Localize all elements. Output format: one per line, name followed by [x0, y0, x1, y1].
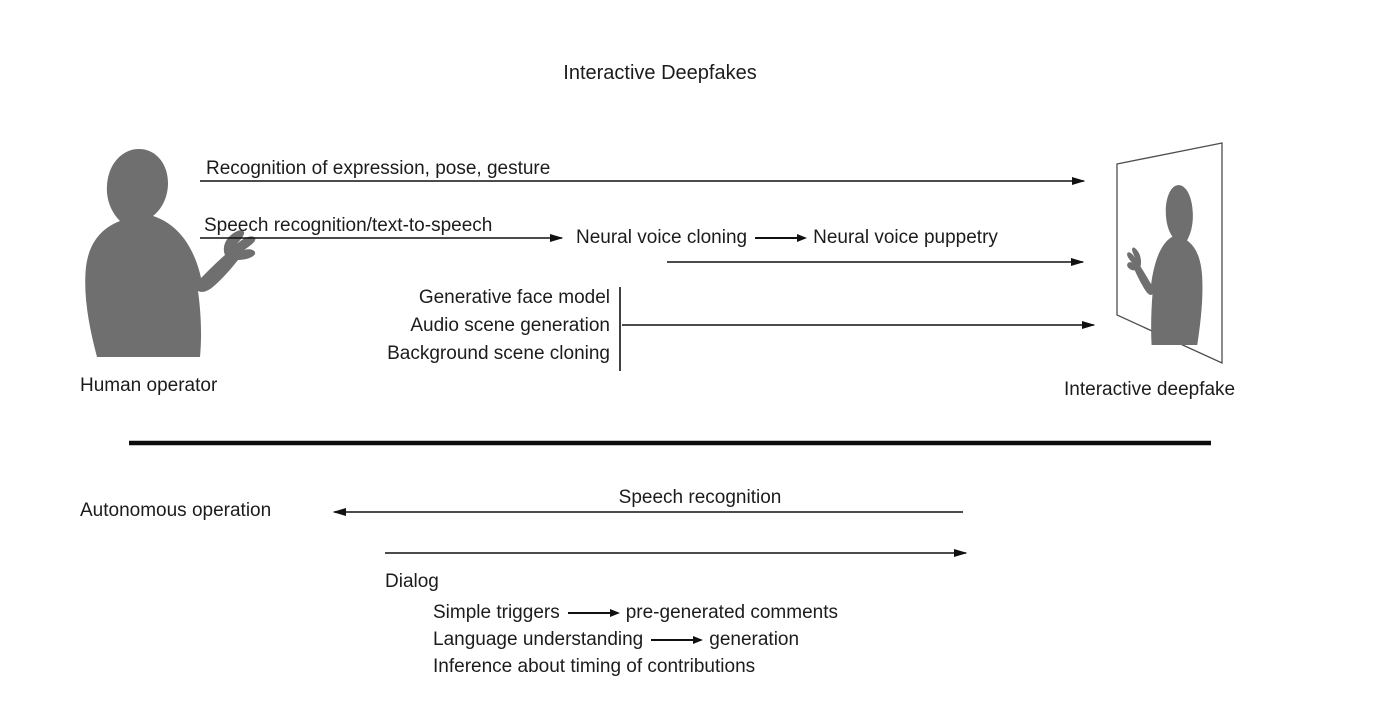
voice-chain-row: Neural voice cloning Neural voice puppet… [576, 225, 998, 251]
simple-triggers-arrow [567, 609, 620, 617]
deepfake-screen [1116, 142, 1223, 365]
speech-flow-label: Speech recognition/text-to-speech [204, 215, 493, 236]
simple-triggers-label: Simple triggers [433, 602, 560, 623]
audio-scene-generation-label: Audio scene generation [410, 315, 610, 336]
dialog-heading: Dialog [385, 571, 439, 592]
dialog-row-inference: Inference about timing of contributions [433, 654, 755, 680]
neural-voice-cloning-label: Neural voice cloning [576, 227, 748, 248]
generative-face-model-label: Generative face model [418, 287, 610, 308]
background-scene-cloning-label: Background scene cloning [387, 343, 610, 364]
cloning-to-puppetry-arrow [755, 234, 808, 242]
interactive-deepfake-label: Interactive deepfake [1064, 379, 1236, 400]
generation-label: generation [709, 629, 800, 650]
language-understanding-label: Language understanding [433, 629, 644, 650]
neural-voice-puppetry-label: Neural voice puppetry [813, 227, 998, 248]
inference-timing-label: Inference about timing of contributions [433, 656, 756, 677]
pre-generated-comments-label: pre-generated comments [625, 602, 838, 623]
human-operator-label: Human operator [80, 375, 218, 396]
autonomous-operation-label: Autonomous operation [80, 500, 272, 521]
recognition-flow-label: Recognition of expression, pose, gesture [206, 158, 551, 179]
figure-title: Interactive Deepfakes [563, 62, 757, 84]
language-to-generation-arrow [651, 636, 704, 644]
generation-stack: Generative face model Audio scene genera… [387, 284, 610, 368]
speech-recognition-label: Speech recognition [618, 487, 782, 508]
dialog-row-simple-triggers: Simple triggers pre-generated comments [433, 600, 838, 626]
dialog-row-language: Language understanding generation [433, 627, 799, 653]
